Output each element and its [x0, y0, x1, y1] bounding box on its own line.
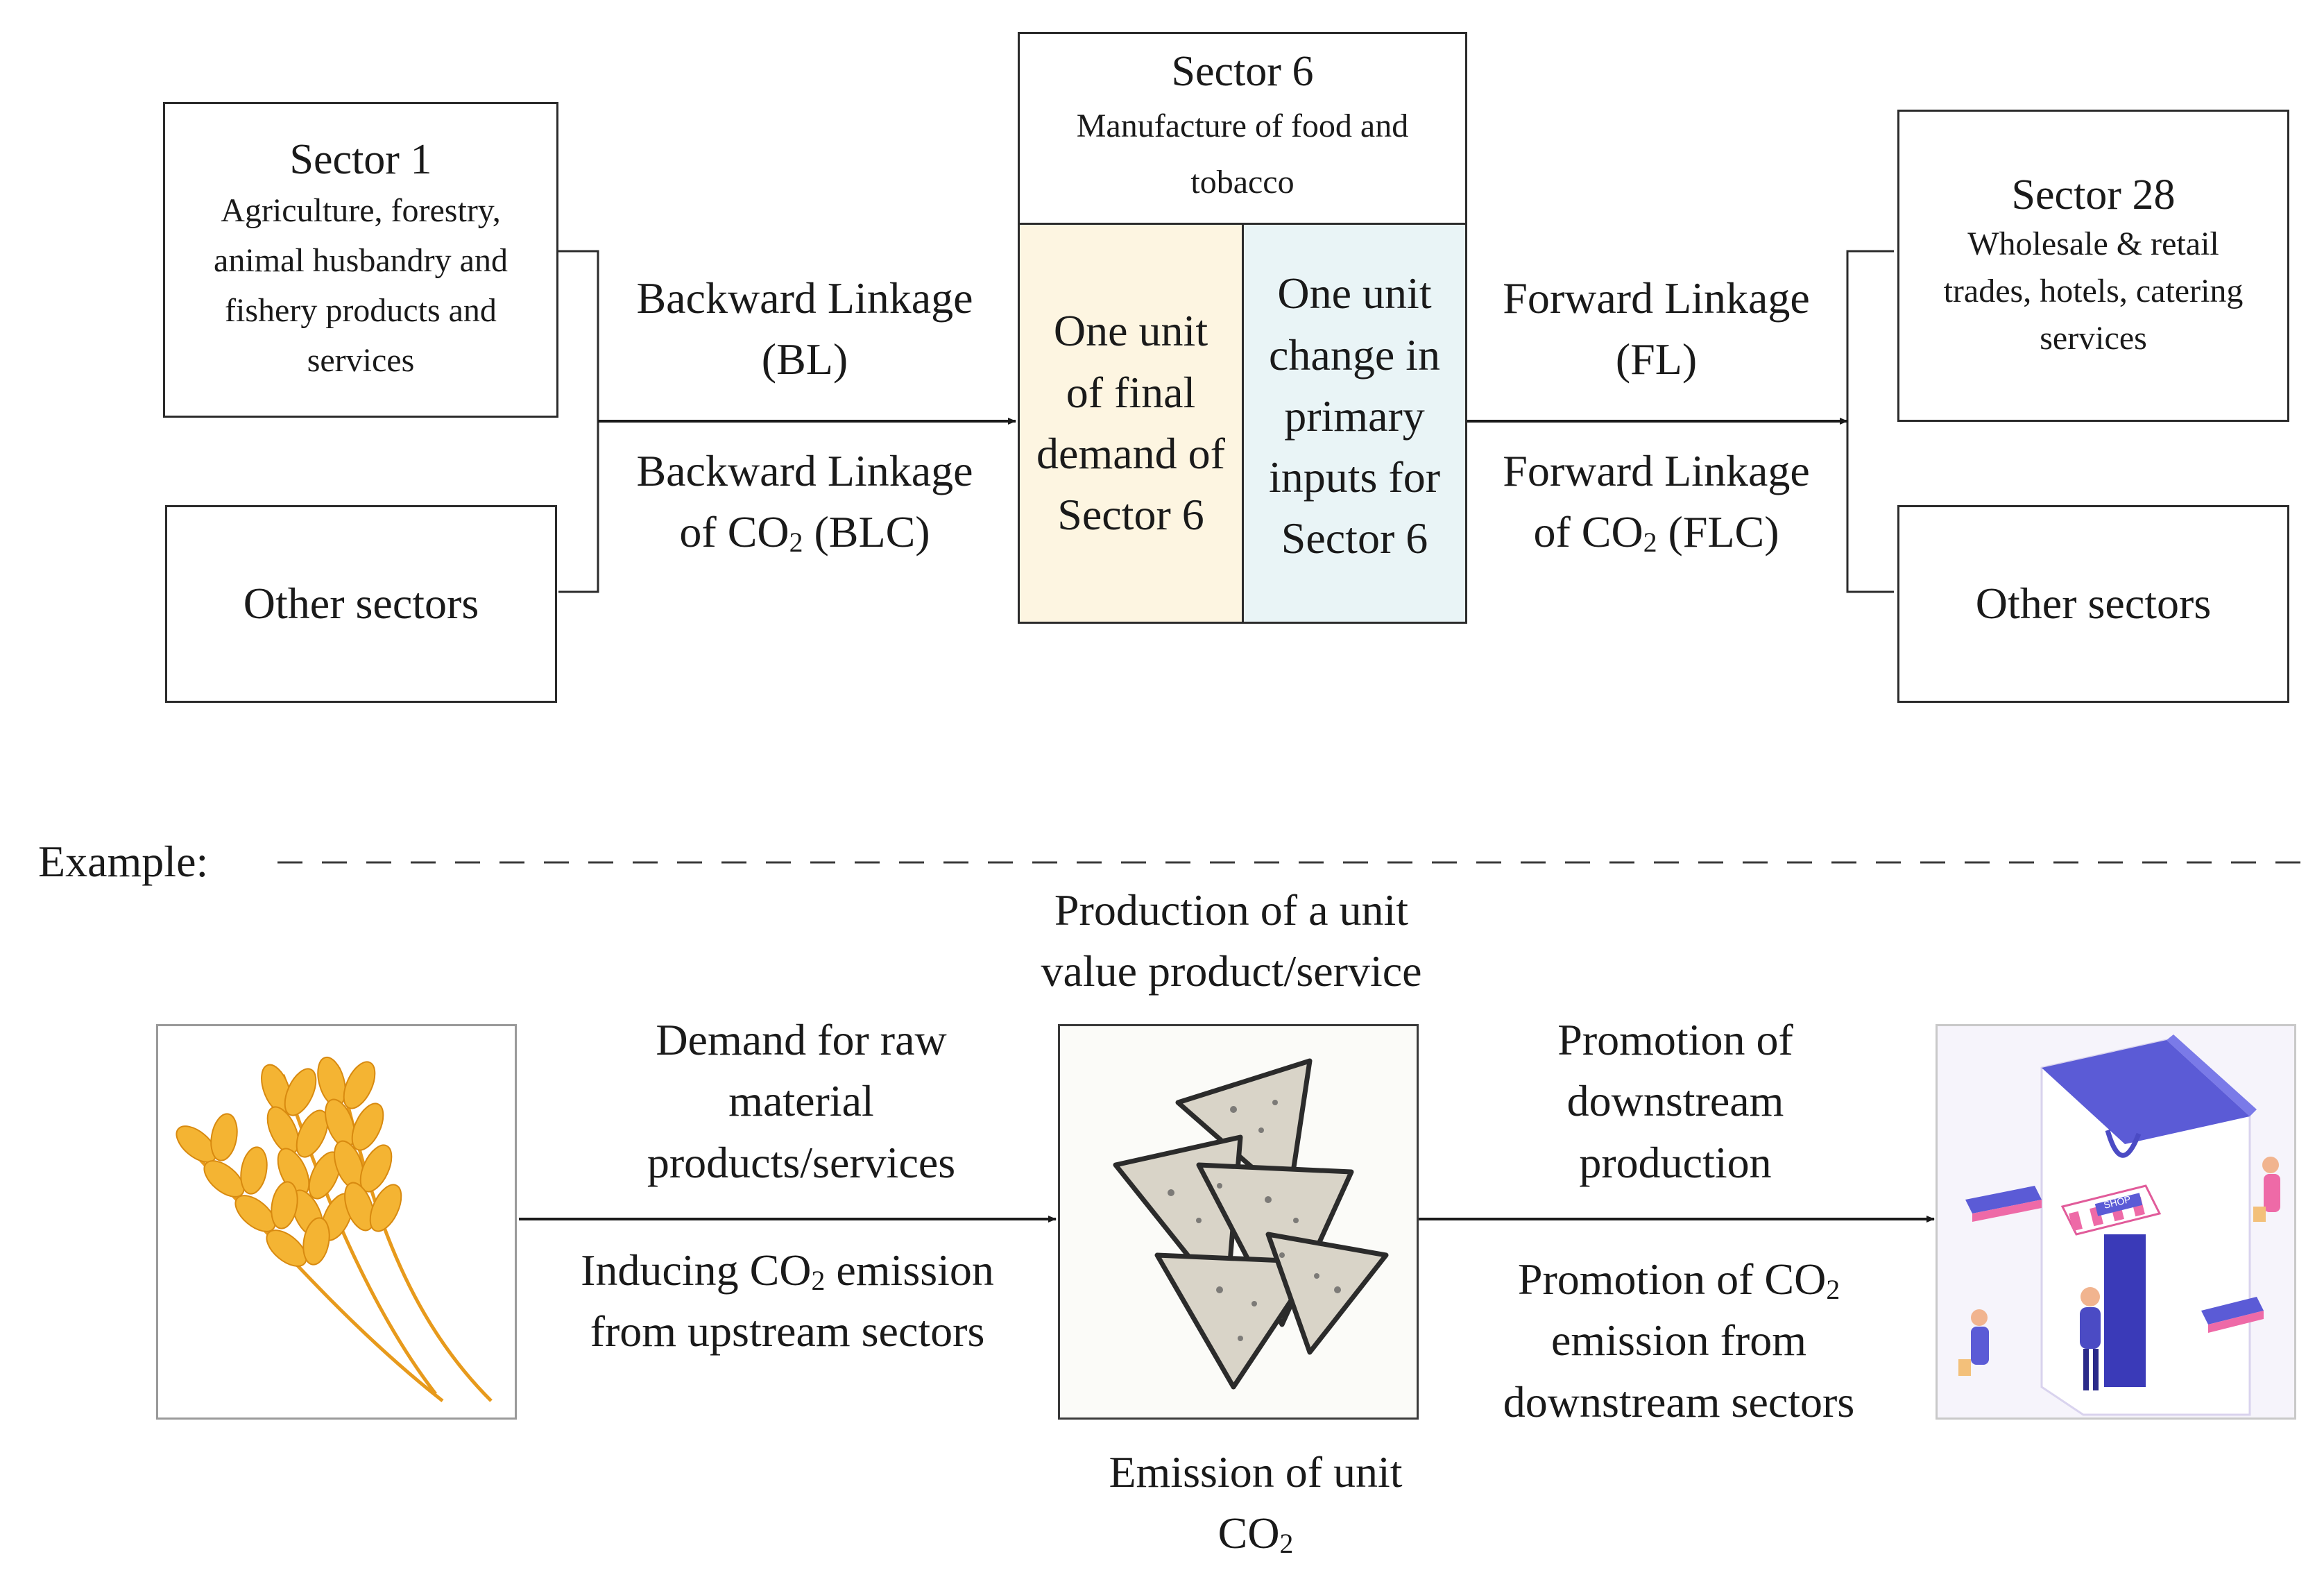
sector6-desc: Manufacture of food and tobacco — [1077, 98, 1408, 211]
promotion-co2-line2: emission from — [1551, 1316, 1806, 1365]
blc-pre: of CO — [679, 507, 789, 557]
sector1-desc: Agriculture, forestry, animal husbandry … — [214, 186, 508, 386]
promotion-label: Promotion of downstream production — [1433, 1010, 1918, 1193]
emission-label: Emission of unit CO2 — [1013, 1442, 1498, 1565]
shop-picture: SHOP — [1936, 1024, 2296, 1420]
bl-line1: Backward Linkage — [636, 273, 973, 323]
inducing-subscript: 2 — [811, 1266, 826, 1297]
inducing-label: Inducing CO2 emission from upstream sect… — [527, 1240, 1048, 1363]
production-line: value product/service — [1041, 946, 1422, 996]
primary-inputs-line: Sector 6 — [1281, 513, 1428, 563]
flc-subscript: 2 — [1643, 527, 1657, 559]
emission-subscript: 2 — [1279, 1529, 1294, 1560]
sector1-desc-line: Agriculture, forestry, — [221, 191, 501, 229]
final-demand-line: Sector 6 — [1057, 490, 1204, 540]
promotion-co2-subscript: 2 — [1826, 1275, 1840, 1306]
promotion-line: downstream — [1566, 1076, 1784, 1126]
fl-line2: (FL) — [1615, 334, 1698, 384]
primary-inputs-line: primary — [1284, 391, 1425, 441]
wheat-icon — [176, 1056, 493, 1402]
sector1-desc-line: services — [307, 341, 415, 379]
sector28-title: Sector 28 — [2011, 171, 2176, 219]
inducing-pre: Inducing CO — [581, 1245, 812, 1295]
sector28-box: Sector 28 Wholesale & retail trades, hot… — [1897, 110, 2289, 422]
flc-line1: Forward Linkage — [1503, 446, 1810, 495]
demand-line: products/services — [647, 1137, 956, 1187]
blc-line2: of CO2 (BLC) — [593, 502, 1016, 563]
sector1-desc-line: fishery products and — [225, 291, 497, 329]
inducing-post: emission — [825, 1245, 994, 1295]
sector1-title: Sector 1 — [289, 136, 432, 184]
promotion-co2-line1: Promotion of CO2 — [1436, 1249, 1922, 1310]
promotion-co2-pre: Promotion of CO — [1517, 1254, 1827, 1304]
promotion-line: Promotion of — [1557, 1015, 1793, 1064]
promotion-line: production — [1579, 1137, 1772, 1187]
flc-line2: of CO2 (FLC) — [1467, 502, 1845, 563]
demand-line: Demand for raw — [656, 1015, 947, 1064]
demand-line: material — [728, 1076, 874, 1126]
emission-line2: CO2 — [1013, 1503, 1498, 1564]
chips-picture — [1058, 1024, 1419, 1420]
chips-icon — [1113, 1058, 1389, 1390]
sector1-desc-line: animal husbandry and — [214, 241, 508, 279]
sector6-desc-line: Manufacture of food and — [1076, 107, 1409, 144]
fl-line1: Forward Linkage — [1503, 273, 1810, 323]
final-demand-line: One unit — [1053, 306, 1208, 356]
other-sectors-right-label: Other sectors — [1975, 579, 2212, 629]
primary-inputs-text: One unit change in primary inputs for Se… — [1269, 263, 1440, 570]
sector1-box: Sector 1 Agriculture, forestry, animal h… — [163, 102, 558, 418]
other-sectors-left-box: Other sectors — [165, 505, 557, 703]
backward-linkage-co2-label: Backward Linkage of CO2 (BLC) — [593, 441, 1016, 563]
bl-line2: (BL) — [761, 334, 848, 384]
blc-post: (BLC) — [803, 507, 930, 557]
forward-linkage-label: Forward Linkage (FL) — [1467, 268, 1845, 391]
flc-post: (FLC) — [1657, 507, 1779, 557]
primary-inputs-line: change in — [1269, 330, 1440, 380]
sector28-desc-line: trades, hotels, catering — [1943, 273, 2244, 310]
sector6-header-box: Sector 6 Manufacture of food and tobacco — [1018, 32, 1467, 225]
blc-subscript: 2 — [789, 527, 803, 559]
other-sectors-right-box: Other sectors — [1897, 505, 2289, 703]
sector28-desc: Wholesale & retail trades, hotels, cater… — [1944, 221, 2244, 362]
emission-line1: Emission of unit — [1109, 1447, 1403, 1497]
emission-pre: CO — [1217, 1508, 1280, 1558]
other-sectors-left-label: Other sectors — [243, 579, 479, 629]
inducing-line2: from upstream sectors — [590, 1306, 985, 1356]
left-bracket — [558, 250, 599, 593]
sector6-final-demand-cell: One unit of final demand of Sector 6 — [1018, 223, 1244, 624]
demand-label: Demand for raw material products/service… — [527, 1010, 1075, 1193]
production-label: Production of a unit value product/servi… — [964, 880, 1498, 1003]
sector6-primary-inputs-cell: One unit change in primary inputs for Se… — [1242, 223, 1467, 624]
sector28-desc-line: services — [2040, 320, 2147, 357]
sector6-desc-line: tobacco — [1190, 164, 1295, 201]
blc-line1: Backward Linkage — [636, 446, 973, 495]
inducing-line1: Inducing CO2 emission — [527, 1240, 1048, 1301]
wheat-picture — [156, 1024, 517, 1420]
primary-inputs-line: One unit — [1277, 269, 1432, 318]
backward-linkage-label: Backward Linkage (BL) — [593, 268, 1016, 391]
final-demand-line: demand of — [1036, 429, 1225, 478]
primary-inputs-line: inputs for — [1268, 452, 1441, 502]
final-demand-line: of final — [1066, 367, 1196, 417]
promotion-co2-label: Promotion of CO2 emission from downstrea… — [1436, 1249, 1922, 1433]
promotion-co2-line3: downstream sectors — [1503, 1377, 1855, 1427]
sector6-title: Sector 6 — [1171, 48, 1314, 96]
sector28-desc-line: Wholesale & retail — [1967, 225, 2219, 262]
example-label: Example: — [38, 837, 209, 886]
flc-pre: of CO — [1533, 507, 1643, 557]
final-demand-text: One unit of final demand of Sector 6 — [1036, 300, 1225, 545]
production-line: Production of a unit — [1054, 885, 1409, 935]
right-bracket — [1846, 250, 1894, 593]
forward-linkage-co2-label: Forward Linkage of CO2 (FLC) — [1467, 441, 1845, 563]
shop-icon: SHOP — [1938, 1026, 2294, 1418]
